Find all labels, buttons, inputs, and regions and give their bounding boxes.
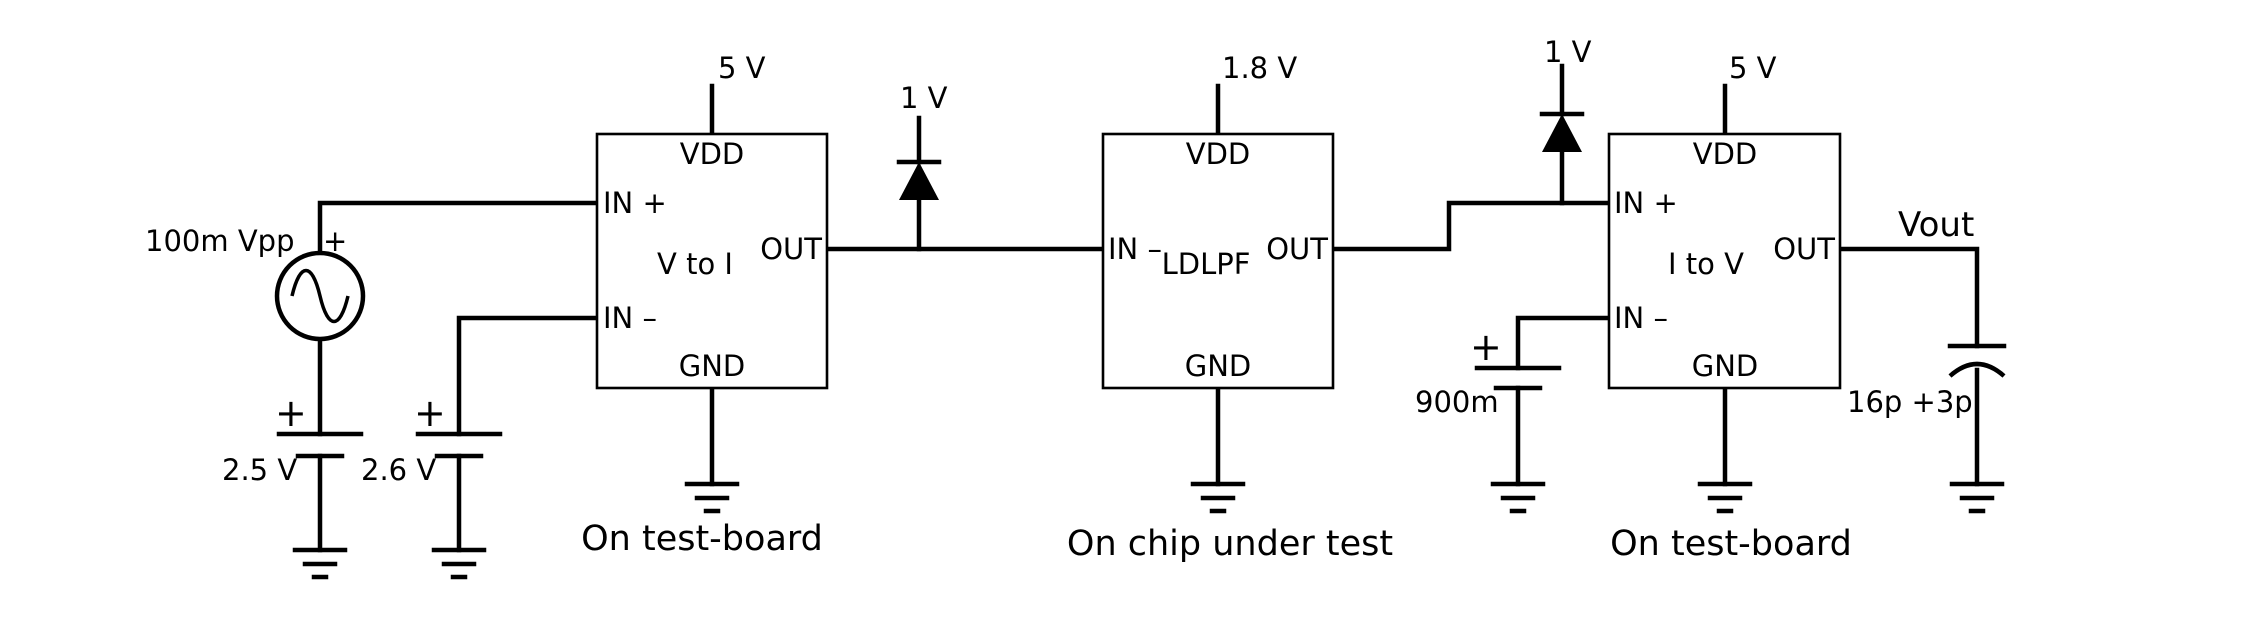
diode-2-voltage-label: 1 V bbox=[1544, 35, 1592, 69]
ldlpf-supply-label: 1.8 V bbox=[1222, 51, 1297, 85]
itov-in-minus-pin: IN – bbox=[1614, 301, 1668, 335]
diode-2-triangle bbox=[1542, 114, 1582, 152]
battery-2v5: + 2.5 V bbox=[222, 391, 364, 487]
ldlpf-title: LDLPF bbox=[1162, 247, 1251, 281]
source-plus-sign: + bbox=[323, 224, 347, 258]
diode-1-voltage-label: 1 V bbox=[900, 81, 948, 115]
battery-900m: + 900m bbox=[1415, 325, 1562, 419]
vtoi-caption: On test-board bbox=[581, 519, 823, 559]
ground-icon bbox=[1190, 481, 1246, 514]
ground-icon bbox=[292, 547, 348, 580]
itov-vdd-pin: VDD bbox=[1693, 137, 1758, 171]
vtoi-in-plus-pin: IN + bbox=[603, 186, 667, 220]
wire-battery-900m-to-in-minus bbox=[1515, 315, 1612, 371]
ground-icon bbox=[684, 481, 740, 514]
block-v-to-i-box bbox=[595, 132, 829, 390]
wire-itov-out-to-cap bbox=[1837, 246, 1980, 349]
itov-gnd-pin: GND bbox=[1692, 349, 1759, 383]
itov-out-pin: OUT bbox=[1773, 232, 1835, 266]
vtoi-gnd-pin: GND bbox=[679, 349, 746, 383]
diode-2: 1 V bbox=[1539, 35, 1592, 152]
battery-900m-plus-sign: + bbox=[1470, 325, 1502, 369]
battery-2v5-voltage-label: 2.5 V bbox=[222, 453, 297, 487]
wires bbox=[317, 63, 1980, 553]
block-ldlpf-box bbox=[1101, 132, 1335, 390]
ldlpf-caption: On chip under test bbox=[1067, 524, 1393, 564]
battery-2v6-voltage-label: 2.6 V bbox=[361, 453, 436, 487]
load-capacitor-curved-plate bbox=[1948, 361, 2006, 378]
wire-battery-2v6-to-in-minus bbox=[456, 315, 600, 437]
ac-voltage-source: 100m Vpp + bbox=[145, 224, 366, 342]
itov-caption: On test-board bbox=[1610, 524, 1852, 564]
output-load: Vout 16p +3p bbox=[1847, 205, 2007, 419]
ldlpf-vdd-pin: VDD bbox=[1186, 137, 1251, 171]
vtoi-supply-label: 5 V bbox=[718, 51, 766, 85]
load-capacitance-label: 16p +3p bbox=[1847, 385, 1973, 419]
itov-supply-label: 5 V bbox=[1729, 51, 1777, 85]
battery-900m-voltage-label: 900m bbox=[1415, 385, 1499, 419]
vout-label: Vout bbox=[1898, 205, 1974, 245]
diode-1-triangle bbox=[899, 162, 939, 200]
ldlpf-gnd-pin: GND bbox=[1185, 349, 1252, 383]
ground-icon bbox=[431, 547, 487, 580]
vtoi-out-pin: OUT bbox=[760, 232, 822, 266]
ground-icon bbox=[1697, 481, 1753, 514]
block-i-to-v-box bbox=[1607, 132, 1842, 390]
battery-2v5-plus-sign: + bbox=[275, 391, 307, 435]
wire-ldlpf-out-to-itov-in-plus bbox=[1330, 200, 1612, 252]
vtoi-in-minus-pin: IN – bbox=[603, 301, 657, 335]
diode-1: 1 V bbox=[896, 81, 948, 200]
ground-icon bbox=[1490, 481, 1546, 514]
source-amplitude-label: 100m Vpp bbox=[145, 224, 294, 258]
sine-wave-icon bbox=[290, 268, 350, 324]
block-i-to-v: 5 V VDD IN + IN – OUT I to V GND On test… bbox=[1607, 51, 1852, 564]
block-v-to-i: 5 V VDD IN + IN – OUT V to I GND On test… bbox=[550, 51, 829, 559]
ground-icon bbox=[1949, 481, 2005, 514]
vtoi-vdd-pin: VDD bbox=[680, 137, 745, 171]
ldlpf-in-minus-pin: IN – bbox=[1108, 232, 1162, 266]
block-ldlpf: 1.8 V VDD IN – OUT LDLPF GND On chip und… bbox=[1067, 51, 1393, 564]
itov-in-plus-pin: IN + bbox=[1614, 186, 1678, 220]
ground-symbols bbox=[292, 481, 2005, 580]
itov-title: I to V bbox=[1668, 247, 1744, 281]
battery-2v6: + 2.6 V bbox=[361, 391, 503, 487]
battery-2v6-plus-sign: + bbox=[414, 391, 446, 435]
ldlpf-out-pin: OUT bbox=[1266, 232, 1328, 266]
wire-source-to-in-plus bbox=[317, 200, 600, 258]
vtoi-title: V to I bbox=[657, 247, 733, 281]
